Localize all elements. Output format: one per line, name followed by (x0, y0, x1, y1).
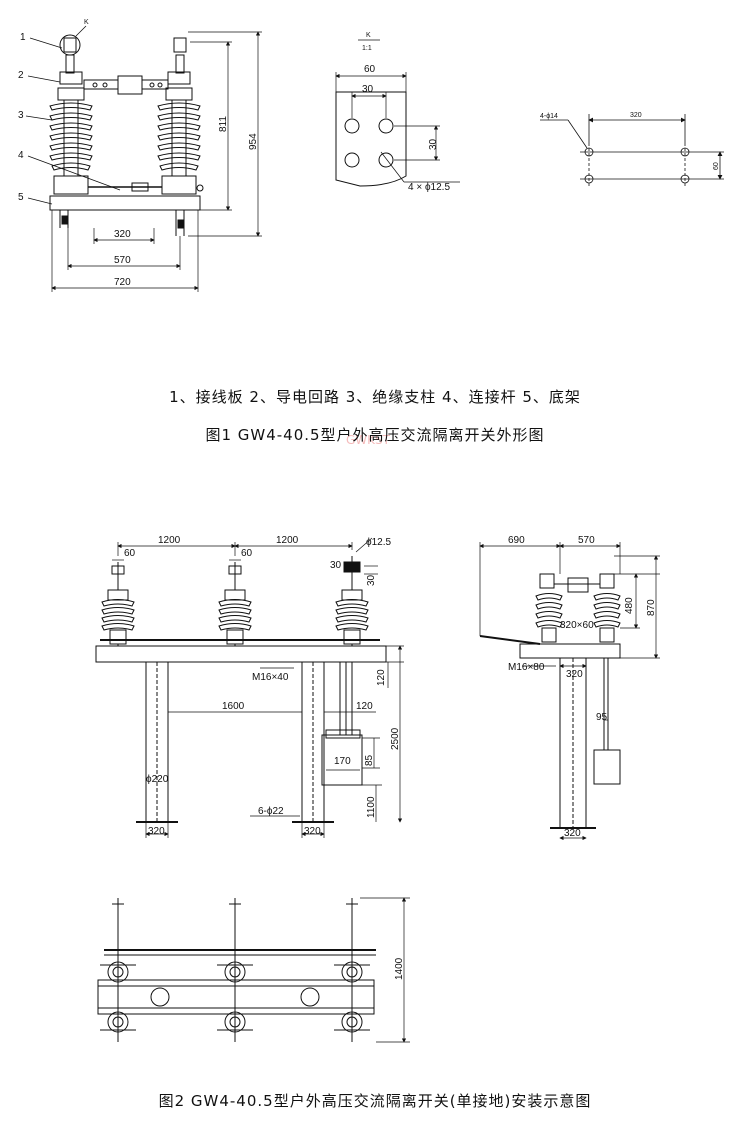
side-dim-480: 480 (624, 597, 635, 614)
detail-k-dim-60: 60 (364, 64, 376, 75)
front-dim-1100: 1100 (366, 796, 377, 818)
front-dim-1200-right: 1200 (276, 535, 299, 546)
side-dim-320-bottom: 320 (564, 828, 581, 839)
front-dim-phi220: ϕ220 (146, 774, 169, 785)
detail-k-title: K (366, 32, 371, 39)
figure2-front-view (95, 556, 387, 823)
front-dim-m16x40: M16×40 (252, 672, 289, 683)
detail-k-dim-30-height: 30 (428, 138, 439, 150)
watermark: GWKST (346, 433, 391, 447)
part-number-2: 2 (18, 70, 24, 81)
detail-k-holes: 4 × ϕ12.5 (408, 182, 450, 193)
dim-954: 954 (248, 133, 259, 150)
figure1-outline (49, 34, 204, 236)
figure1-caption: 图1 GW4-40.5型户外高压交流隔离开关外形图 (205, 426, 545, 444)
pole-2 (218, 562, 252, 660)
figure2-plan-view (97, 898, 376, 1042)
mount-plan-holes: 4-ϕ14 (540, 113, 558, 120)
plan-dim-1400: 1400 (394, 957, 405, 980)
front-dim-60-left: 60 (124, 548, 136, 559)
front-dim-170: 170 (334, 756, 351, 767)
dim-720: 720 (114, 277, 131, 288)
front-dim-320-right: 320 (304, 826, 321, 837)
figure2-caption: 图2 GW4-40.5型户外高压交流隔离开关(单接地)安装示意图 (158, 1092, 592, 1110)
dim-320: 320 (114, 229, 131, 240)
side-dim-570: 570 (578, 535, 595, 546)
figure2-front-dimensions (112, 537, 404, 838)
part-number-5: 5 (18, 192, 24, 203)
front-dim-6-phi22: 6-ϕ22 (258, 806, 284, 817)
front-dim-85: 85 (364, 754, 375, 766)
figure1-legend: 1、接线板 2、导电回路 3、绝缘支柱 4、连接杆 5、底架 (169, 388, 581, 406)
part-number-4: 4 (18, 150, 24, 161)
front-dim-60-right: 60 (241, 548, 253, 559)
dim-811: 811 (218, 116, 229, 132)
pole-1 (101, 562, 135, 660)
figure1-part-numbers: 1 2 3 4 5 K (18, 19, 89, 203)
front-dim-2500: 2500 (390, 727, 401, 750)
mount-plan (540, 114, 724, 188)
side-dim-690: 690 (508, 535, 525, 546)
detail-k-dim-30-width: 30 (362, 84, 374, 95)
mount-plan-dim-60: 60 (713, 162, 720, 170)
mount-plan-dim-320: 320 (630, 112, 642, 119)
side-dim-95: 95 (596, 712, 608, 723)
part-number-1: 1 (20, 32, 26, 43)
front-dim-1200-left: 1200 (158, 535, 181, 546)
front-dim-320-left: 320 (148, 826, 165, 837)
side-dim-320x60: 320×60 (560, 620, 594, 631)
side-dim-m16x80: M16×80 (508, 662, 545, 673)
side-dim-320-top: 320 (566, 669, 583, 680)
figure1-leaders (25, 25, 121, 205)
front-dim-1600: 1600 (222, 701, 245, 712)
pole-3 (335, 556, 369, 660)
detail-k-scale: 1:1 (362, 45, 372, 52)
dim-570: 570 (114, 255, 131, 266)
front-dim-120-horizontal: 120 (356, 701, 373, 712)
side-dim-870: 870 (646, 599, 657, 616)
detail-k (335, 39, 460, 187)
figure2-side-view (479, 573, 621, 829)
front-dim-30-horizontal: 30 (330, 560, 342, 571)
part-number-3: 3 (18, 110, 24, 121)
figure2-plan-dimensions (360, 897, 410, 1043)
front-dim-phi12-5: ϕ12.5 (366, 537, 392, 548)
figure1-dimensions (51, 31, 262, 292)
front-dim-120-vertical: 120 (376, 669, 387, 686)
detail-k-label: K (84, 19, 89, 26)
figure2-side-dimensions (479, 542, 660, 841)
front-dim-30-vertical: 30 (366, 574, 377, 586)
